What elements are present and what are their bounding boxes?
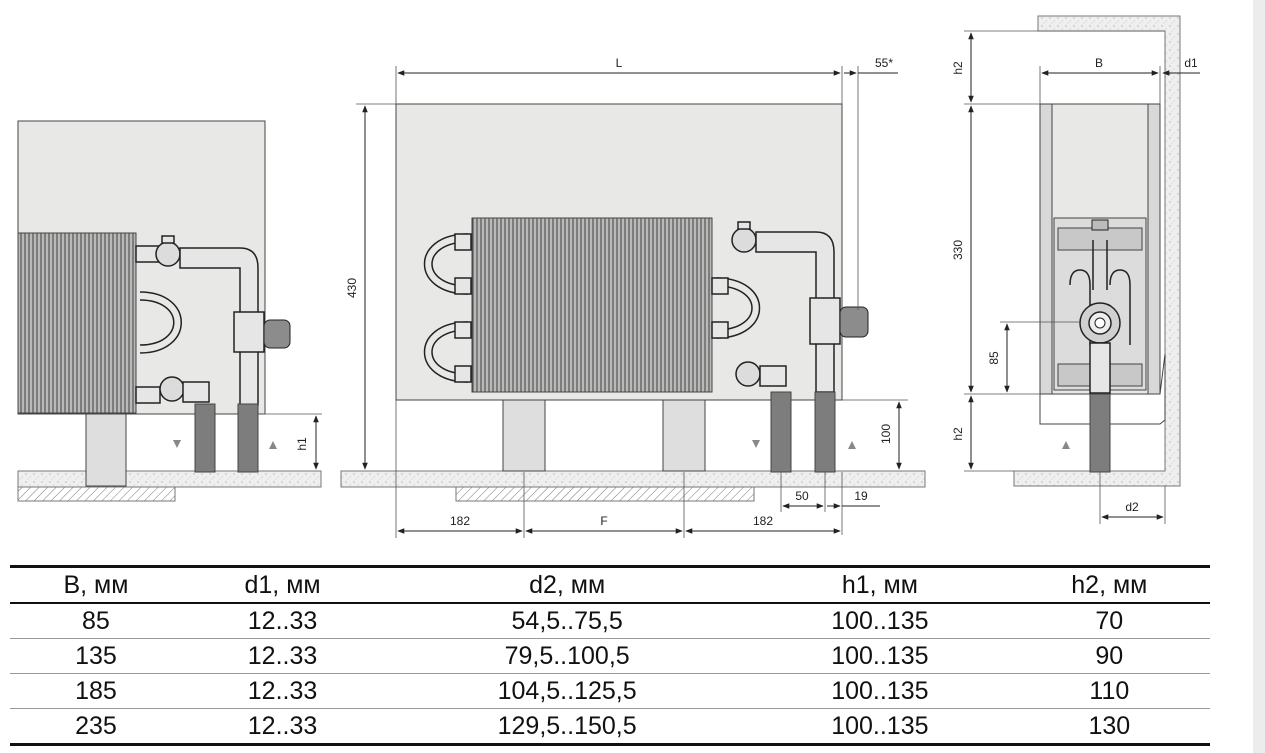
left-knob — [263, 319, 291, 349]
dim-55: 55* — [875, 56, 893, 70]
left-partial-view: h1 — [17, 120, 322, 502]
header-h2: h2, мм — [1008, 565, 1210, 604]
header-d1: d1, мм — [181, 565, 384, 604]
table-cell: 90 — [1008, 638, 1210, 674]
table-cell: 129,5..150,5 — [383, 708, 752, 746]
left-valve-bottom — [159, 376, 185, 402]
left-flow-arrow-down — [173, 440, 181, 448]
left-foot — [85, 413, 127, 487]
center-floor-hatch — [455, 486, 755, 502]
side-riser — [1089, 393, 1111, 473]
table-row: 235 12..33 129,5..150,5 100..135 130 — [10, 708, 1210, 746]
center-riser-1 — [770, 391, 792, 473]
left-heat-exchanger-fins — [17, 232, 137, 414]
side-section-view: h2 B d1 330 85 h2 d2 — [951, 15, 1200, 524]
table-cell: 185 — [10, 673, 182, 709]
table-cell: 12..33 — [181, 602, 384, 639]
vertical-scrollbar[interactable] — [1253, 0, 1265, 753]
center-riser-2 — [814, 391, 836, 473]
side-flow-arrow-up — [1062, 441, 1070, 449]
center-left-bends — [423, 233, 472, 383]
table-cell: 100..135 — [751, 602, 1009, 639]
table-cell: 130 — [1008, 708, 1210, 746]
center-valve-top — [731, 227, 757, 253]
table-cell: 12..33 — [181, 708, 384, 746]
table-cell: 70 — [1008, 602, 1210, 639]
table-cell: 135 — [10, 638, 182, 674]
header-d2: d2, мм — [383, 565, 752, 604]
table-cell: 110 — [1008, 673, 1210, 709]
center-foot-left — [502, 399, 546, 472]
table-header-row: B, мм d1, мм d2, мм h1, мм h2, мм — [10, 565, 1210, 604]
center-floor — [340, 470, 926, 488]
specifications-table: B, мм d1, мм d2, мм h1, мм h2, мм 85 12.… — [10, 565, 1210, 746]
dim-330: 330 — [951, 240, 965, 260]
dim-85: 85 — [987, 351, 1001, 365]
left-floor — [17, 470, 322, 488]
dim-182-left: 182 — [450, 514, 470, 528]
header-B: B, мм — [10, 565, 182, 604]
table-cell: 54,5..75,5 — [383, 602, 752, 639]
left-floor-hatch — [17, 486, 176, 502]
center-knob — [839, 306, 869, 338]
center-foot-right — [662, 399, 706, 472]
table-cell: 79,5..100,5 — [383, 638, 752, 674]
table-row: 85 12..33 54,5..75,5 100..135 70 — [10, 602, 1210, 639]
dim-430: 430 — [345, 278, 359, 298]
table-cell: 100..135 — [751, 638, 1009, 674]
front-view: L 55* 430 100 50 19 182 F 182 — [340, 56, 926, 538]
center-right-bends — [711, 277, 761, 339]
center-flow-arrow-up — [848, 441, 856, 449]
dim-d2: d2 — [1125, 500, 1139, 514]
table-cell: 12..33 — [181, 638, 384, 674]
dim-L: L — [616, 56, 623, 70]
center-flow-arrow-down — [752, 440, 760, 448]
table-cell: 100..135 — [751, 708, 1009, 746]
left-valve-top — [155, 241, 181, 267]
table-cell: 104,5..125,5 — [383, 673, 752, 709]
dim-182-right: 182 — [753, 514, 773, 528]
table-cell: 100..135 — [751, 673, 1009, 709]
left-riser-2 — [237, 403, 259, 473]
dim-50: 50 — [795, 489, 809, 503]
dim-h2-bottom: h2 — [951, 427, 965, 441]
table-row: 185 12..33 104,5..125,5 100..135 110 — [10, 673, 1210, 709]
left-flow-arrow-up — [269, 441, 277, 449]
table-row: 135 12..33 79,5..100,5 100..135 90 — [10, 638, 1210, 674]
left-riser-1 — [194, 403, 216, 473]
dim-F: F — [600, 514, 607, 528]
table-cell: 85 — [10, 602, 182, 639]
left-bend-pipe — [139, 291, 182, 354]
dim-d1: d1 — [1184, 56, 1198, 70]
table-cell: 12..33 — [181, 673, 384, 709]
center-heat-exchanger-fins — [471, 217, 713, 393]
dim-B: B — [1095, 56, 1103, 70]
technical-drawing: h1 — [17, 15, 1200, 538]
header-h1: h1, мм — [751, 565, 1009, 604]
center-valve-bottom — [735, 361, 761, 387]
dim-100: 100 — [879, 424, 893, 444]
dim-19: 19 — [854, 489, 868, 503]
dim-h2-top: h2 — [951, 61, 965, 75]
table-cell: 235 — [10, 708, 182, 746]
dim-h1: h1 — [295, 437, 309, 451]
